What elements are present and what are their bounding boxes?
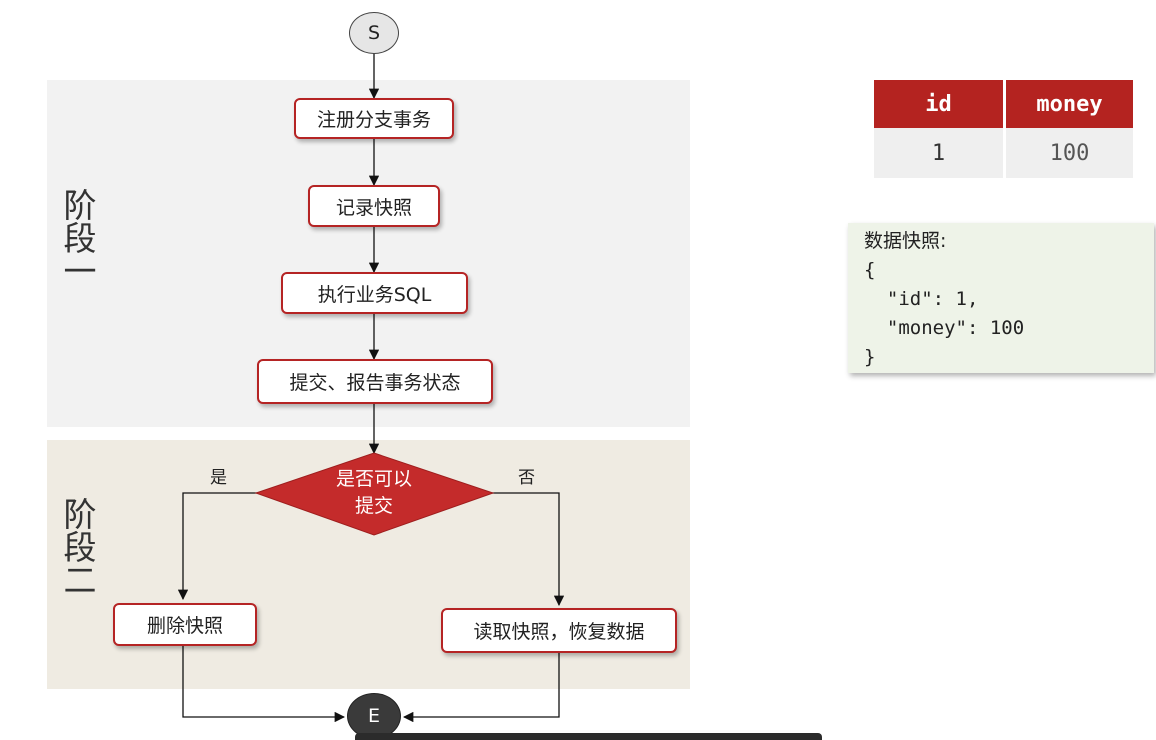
decision-line-2: 提交 — [354, 495, 393, 517]
yes-label: 是 — [210, 468, 227, 488]
start-node: S — [349, 12, 399, 54]
data-snapshot-line-4: } — [864, 346, 876, 368]
step-register-branch-label: 注册分支事务 — [316, 109, 431, 131]
bottom-overlay-bar — [355, 733, 822, 740]
data-table: id money 1 100 — [871, 80, 1136, 178]
action-delete-snapshot-label: 删除快照 — [146, 615, 223, 637]
stage-two-label: 阶段二 — [58, 497, 97, 596]
data-snapshot-box: 数据快照: { "id": 1, "money": 100 } — [848, 223, 1154, 373]
step-report-status-label: 提交、报告事务状态 — [289, 372, 461, 394]
action-restore-data-label: 读取快照，恢复数据 — [473, 621, 645, 643]
table-cell-id: 1 — [874, 128, 1003, 178]
end-node: E — [347, 693, 401, 739]
decision-diamond — [254, 452, 495, 536]
data-snapshot-line-1: { — [864, 259, 876, 281]
step-report-status: 提交、报告事务状态 — [257, 359, 493, 404]
table-row: 1 100 — [874, 128, 1133, 178]
step-register-branch: 注册分支事务 — [294, 98, 454, 139]
step-record-snapshot-label: 记录快照 — [335, 196, 412, 219]
table-cell-money: 100 — [1006, 128, 1133, 178]
decision-text: 是否可以 提交 — [304, 466, 444, 520]
edge-decision-yes — [177, 492, 258, 601]
edge-decision-no — [491, 492, 565, 607]
action-delete-snapshot: 删除快照 — [113, 603, 257, 646]
no-label: 否 — [518, 468, 535, 488]
data-snapshot-line-2: "id": 1, — [864, 288, 979, 310]
decision-line-1: 是否可以 — [335, 468, 412, 490]
action-restore-data: 读取快照，恢复数据 — [441, 608, 677, 653]
edge-no-end — [402, 653, 560, 723]
data-snapshot-title: 数据快照: — [864, 230, 947, 252]
end-node-label: E — [367, 705, 380, 727]
stage-one-label: 阶段一 — [58, 188, 97, 287]
table-header-id: id — [874, 80, 1003, 128]
step-execute-sql-label: 执行业务SQL — [317, 283, 432, 306]
table-header-row: id money — [874, 80, 1133, 128]
table-header-money: money — [1006, 80, 1133, 128]
edge-yes-end — [182, 645, 346, 723]
step-record-snapshot: 记录快照 — [308, 185, 440, 227]
data-snapshot-line-3: "money": 100 — [864, 317, 1025, 339]
step-execute-sql: 执行业务SQL — [281, 272, 468, 314]
start-node-label: S — [367, 22, 381, 44]
